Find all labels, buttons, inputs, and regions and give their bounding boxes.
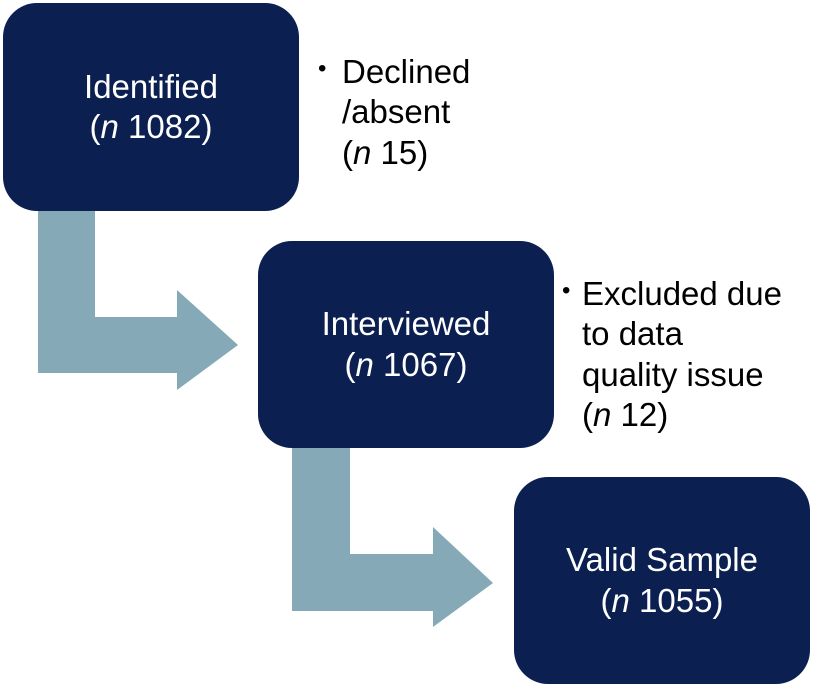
excluded-note: • Excluded due to data quality issue (n … [562,274,782,435]
declined-n-value: 15 [380,133,418,171]
valid-sample-n-value: 1055 [639,581,713,619]
identified-box: Identified (n 1082) [3,3,299,211]
identified-count: (n 1082) [89,108,213,145]
declined-note-line: Declined [342,53,471,90]
declined-note-line: /absent [342,93,451,131]
identified-n-symbol: n [100,108,119,145]
excluded-note-line: quality issue [582,355,764,393]
declined-n-symbol: n [353,133,372,171]
valid-sample-n-symbol: n [611,581,630,619]
excluded-n-symbol: n [593,395,612,433]
interviewed-n-symbol: n [355,345,374,383]
bullet-icon: • [562,277,571,304]
interviewed-box: Interviewed (n 1067) [258,241,554,448]
bullet-icon: • [318,55,327,82]
interviewed-count: (n 1067) [344,345,468,383]
bent-arrow-interviewed-to-valid [292,448,493,627]
interviewed-label: Interviewed [321,305,491,343]
declined-note: • Declined /absent (n 15) [318,52,470,173]
excluded-note-line: to data [582,315,683,353]
identified-label: Identified [84,67,218,105]
interviewed-n-value: 1067 [383,345,457,383]
bent-arrow-identified-to-interviewed [38,211,238,390]
excluded-note-line: Excluded due [582,275,782,312]
valid-sample-box: Valid Sample (n 1055) [514,477,810,684]
valid-sample-label: Valid Sample [566,541,758,579]
declined-note-count: (n 15) [342,133,429,171]
excluded-n-value: 12 [620,395,658,433]
valid-sample-count: (n 1055) [600,581,724,619]
excluded-note-count: (n 12) [582,395,669,433]
identified-n-value: 1082 [128,108,202,145]
